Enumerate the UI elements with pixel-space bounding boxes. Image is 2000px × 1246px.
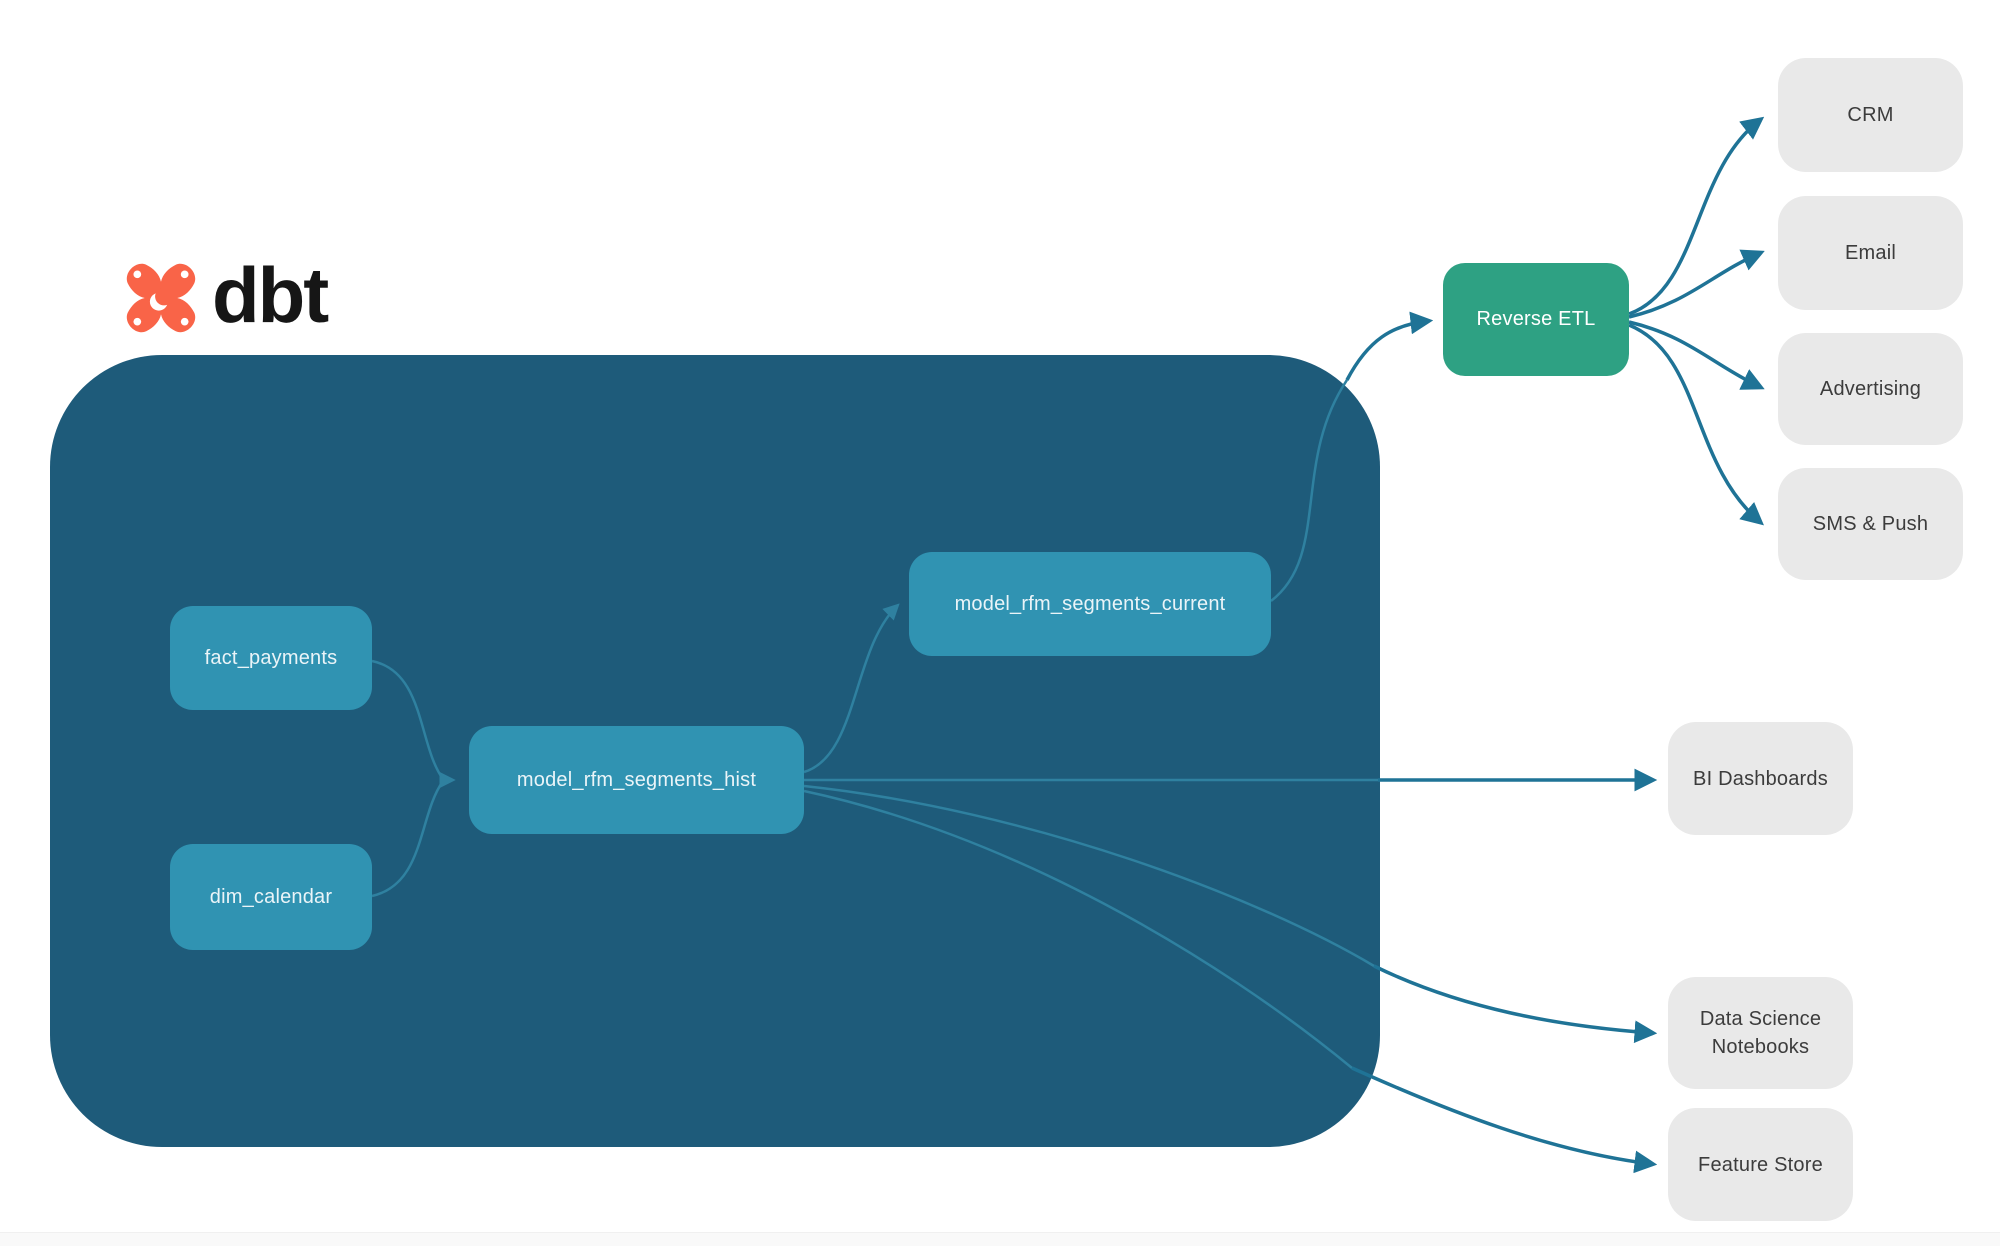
edge-into-reverse-etl — [1345, 311, 1434, 381]
node-bi-dashboards: BI Dashboards — [1668, 722, 1853, 835]
node-advertising: Advertising — [1778, 333, 1963, 445]
edge-reverse-etl-to-sms-push — [1628, 323, 1764, 526]
node-reverse-etl: Reverse ETL — [1443, 263, 1629, 376]
node-data-science-notebooks: Data Science Notebooks — [1668, 977, 1853, 1089]
edge-to-data-science-notebooks — [1373, 964, 1658, 1044]
node-model-rfm-segments-current: model_rfm_segments_current — [909, 552, 1271, 656]
node-model-rfm-segments-hist-label: model_rfm_segments_hist — [516, 768, 757, 791]
dbt-logo-icon — [126, 263, 196, 333]
bottom-strip — [0, 1232, 2000, 1246]
node-advertising-label: Advertising — [1819, 378, 1922, 400]
node-email-label: Email — [1844, 242, 1896, 264]
node-crm: CRM — [1778, 58, 1963, 172]
node-bi-dashboards-label: BI Dashboards — [1693, 767, 1828, 790]
node-model-rfm-segments-current-label: model_rfm_segments_current — [954, 592, 1226, 615]
edge-reverse-etl-to-advertising — [1628, 320, 1765, 390]
dbt-logo-wordmark: dbt — [212, 251, 329, 339]
node-dim-calendar: dim_calendar — [170, 844, 372, 950]
node-reverse-etl-label: Reverse ETL — [1476, 308, 1596, 330]
node-crm-label: CRM — [1847, 104, 1894, 126]
node-sms-push-label: SMS & Push — [1812, 513, 1929, 535]
node-fact-payments-label: fact_payments — [204, 646, 338, 669]
node-feature-store: Feature Store — [1668, 1108, 1853, 1221]
node-model-rfm-segments-hist: model_rfm_segments_hist — [469, 726, 804, 834]
node-fact-payments: fact_payments — [170, 606, 372, 710]
edge-to-feature-store — [1351, 1066, 1658, 1174]
node-data-science-notebooks-label: Data Science Notebooks — [1699, 1008, 1822, 1058]
node-feature-store-label: Feature Store — [1698, 1153, 1823, 1176]
dbt-logo: dbt — [124, 251, 329, 340]
node-email: Email — [1778, 196, 1963, 310]
node-sms-push: SMS & Push — [1778, 468, 1963, 580]
edge-reverse-etl-to-crm — [1628, 116, 1765, 316]
node-dim-calendar-label: dim_calendar — [209, 885, 333, 908]
edge-reverse-etl-to-email — [1628, 249, 1765, 319]
